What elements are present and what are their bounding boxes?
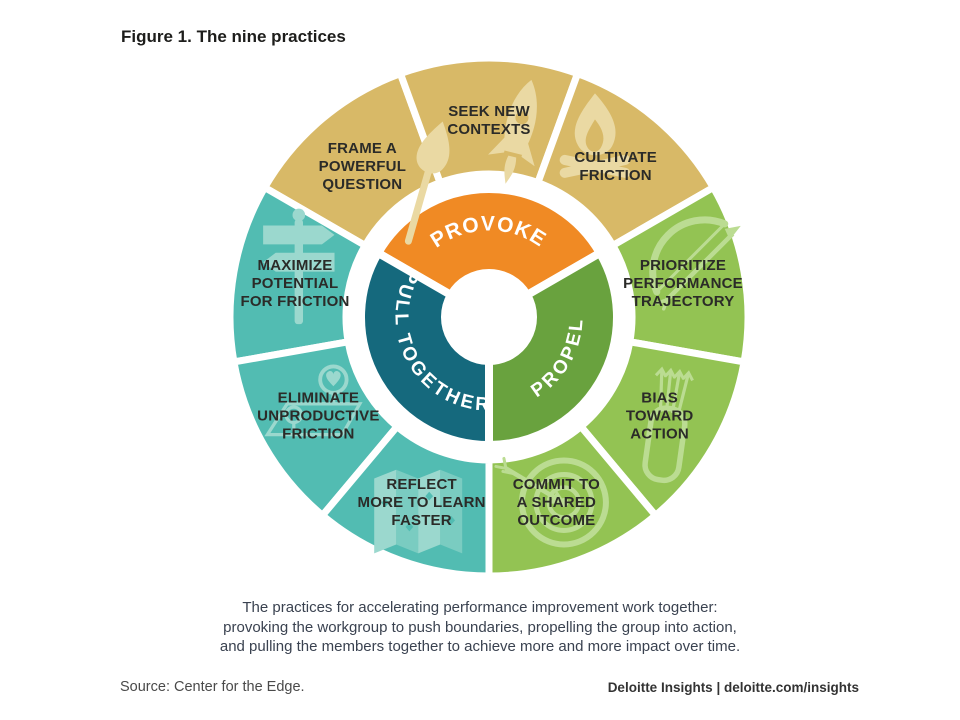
signpost-icon [263, 208, 335, 325]
hub-sector-pull-together [357, 249, 493, 449]
target-icon [494, 456, 609, 548]
campfire-icon [559, 93, 631, 178]
hub-sector-propel [485, 249, 621, 449]
caption-line-3: and pulling the members together to achi… [219, 638, 741, 655]
segment-prioritize-performance-trajectory [609, 184, 752, 366]
segment-icons [263, 79, 741, 554]
folded-map-icon [374, 469, 463, 554]
deloitte-insights-brand: Deloitte Insights | deloitte.com/insight… [607, 680, 859, 695]
bow-arrow-icon [649, 216, 741, 311]
match-icon [404, 121, 450, 245]
source-note: Source: Center for the Edge. [120, 679, 305, 695]
hub-sector-provoke [374, 185, 604, 299]
figure-caption: The practices for accelerating performan… [0, 598, 960, 657]
map-pins-icon [264, 364, 363, 437]
caption-line-2: provoking the workgroup to push boundari… [223, 618, 737, 636]
hub-ring [357, 185, 621, 449]
quiver-icon [642, 366, 694, 484]
caption-line-1: The practices for accelerating performan… [242, 599, 718, 616]
figure-title: Figure 1. The nine practices [121, 27, 346, 46]
segment-commit-to-a-shared-outcome [485, 423, 659, 580]
